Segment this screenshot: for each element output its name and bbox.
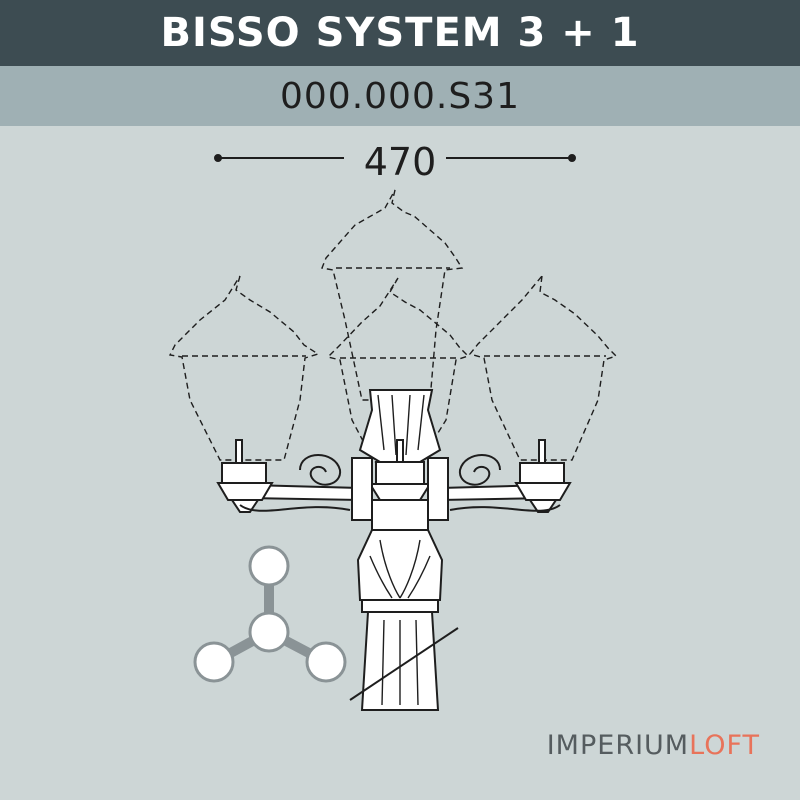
cut-line bbox=[349, 627, 459, 701]
lantern-outlines bbox=[168, 189, 618, 463]
dimension-line bbox=[214, 154, 576, 162]
code-bar: 000.000.S31 bbox=[0, 66, 800, 126]
title-bar: BISSO SYSTEM 3 + 1 bbox=[0, 0, 800, 66]
brand-logo: IMPERIUMLOFT bbox=[547, 730, 760, 761]
width-dimension-label: 470 bbox=[363, 140, 437, 184]
post-body bbox=[216, 389, 572, 711]
three-arm-layout-icon bbox=[193, 545, 347, 683]
product-title: BISSO SYSTEM 3 + 1 bbox=[160, 10, 640, 56]
product-code: 000.000.S31 bbox=[280, 75, 520, 117]
brand-name-part1: IMPERIUM bbox=[546, 730, 690, 761]
brand-name-part2: LOFT bbox=[689, 730, 760, 761]
